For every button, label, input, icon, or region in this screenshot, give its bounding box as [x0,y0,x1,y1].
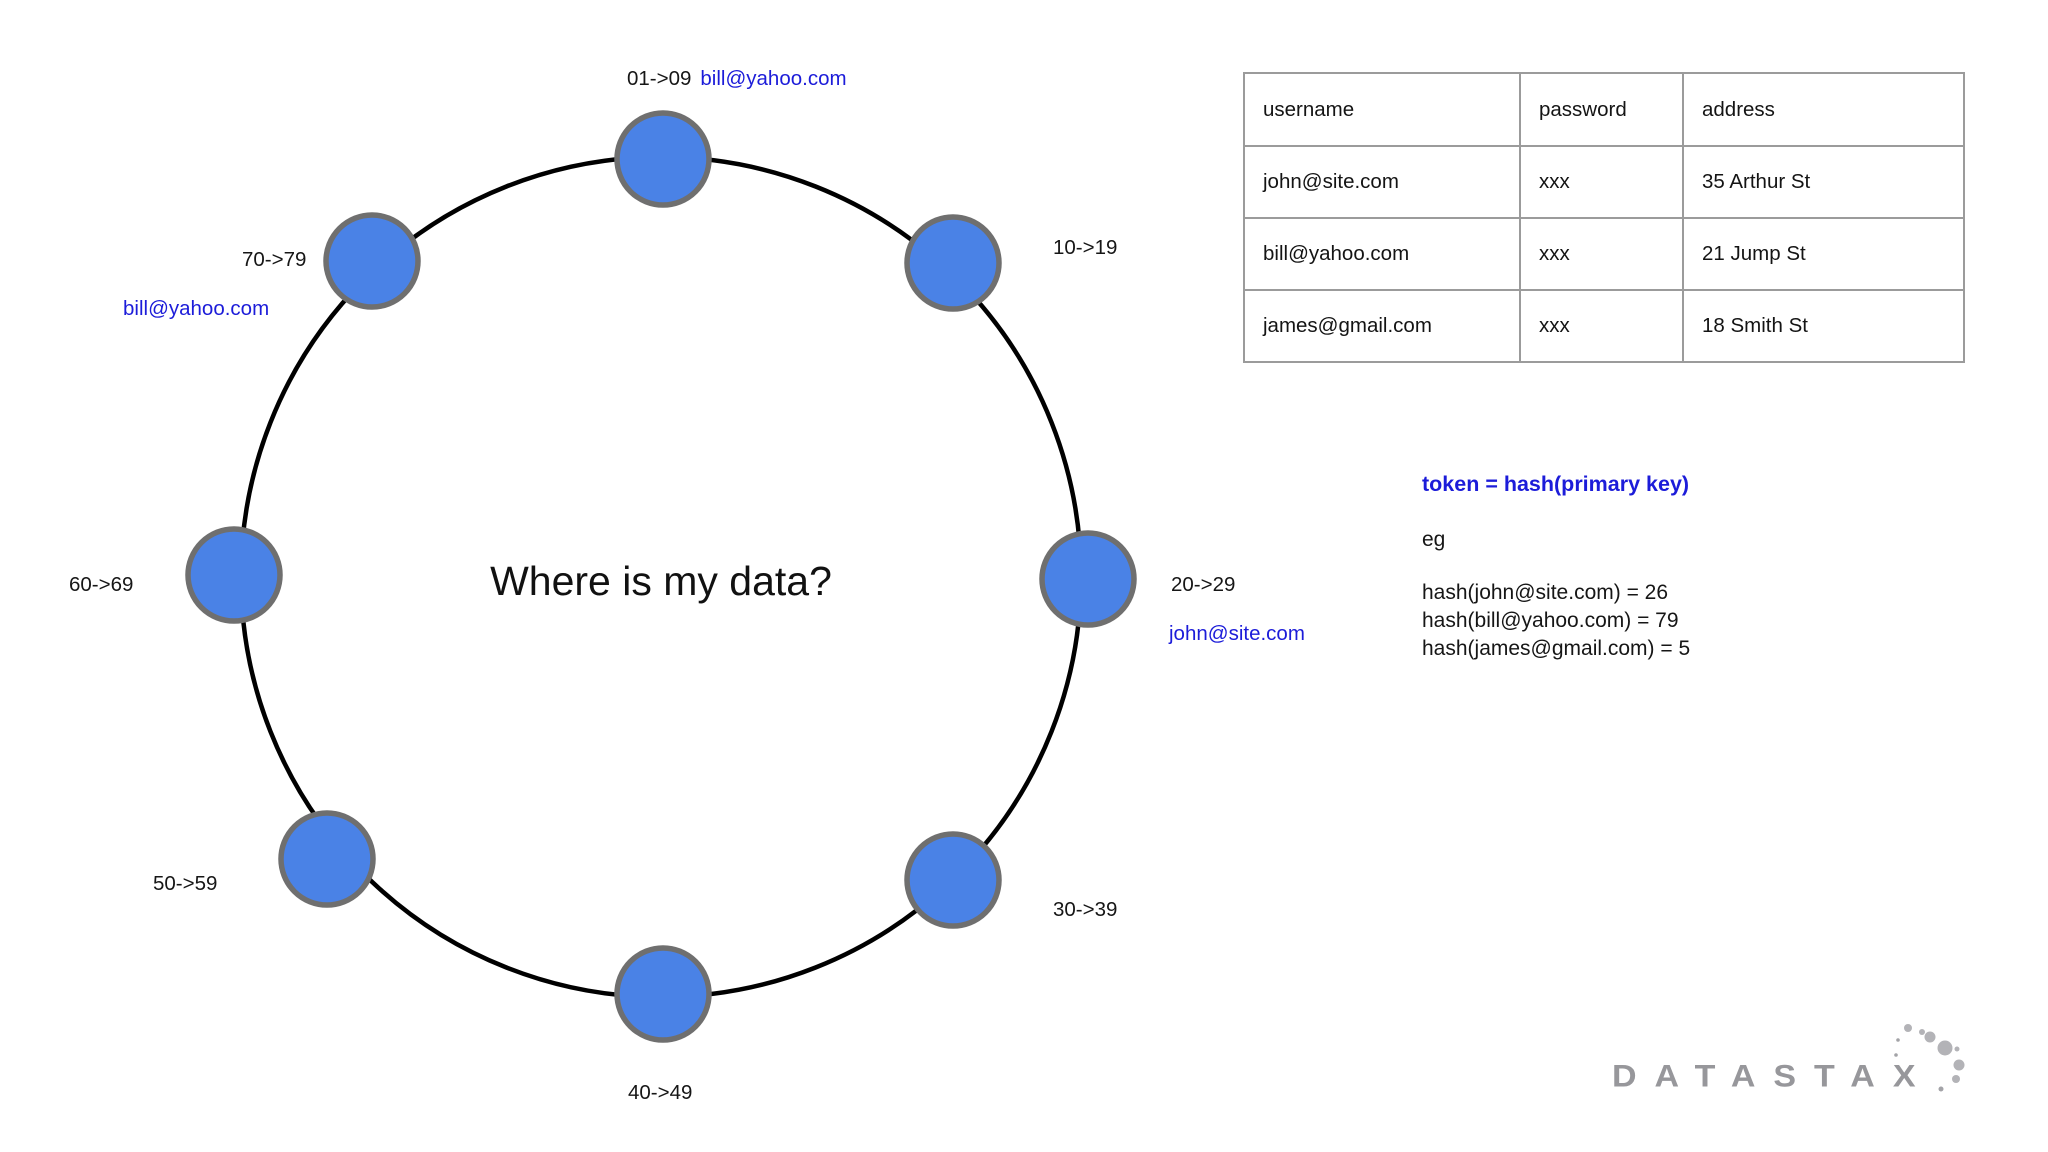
hash-example-james: hash(james@gmail.com) = 5 [1422,637,1691,660]
node-label-10-19: 10->19 [1053,235,1117,261]
node-label-40-49: 40->49 [628,1080,692,1106]
col-header-username: username [1243,72,1521,147]
node-label-30-39: 30->39 [1053,897,1117,923]
users-table: username password address john@site.com … [1243,72,1965,363]
ring-node-20-29 [1039,530,1137,628]
col-header-address: address [1682,72,1965,147]
owner-email: bill@yahoo.com [700,67,847,90]
col-header-password: password [1519,72,1684,147]
ring-node-01-09 [614,110,712,208]
token-range: 70->79 [242,248,307,271]
token-range: 50->59 [153,872,218,895]
token-range: 01->09 [627,67,692,90]
ring-node-40-49 [614,945,712,1043]
cell-address: 18 Smith St [1682,289,1965,363]
table-row-bill: bill@yahoo.com xxx 21 Jump St [1243,217,1965,291]
table-header-row: username password address [1243,72,1965,147]
hash-example-john: hash(john@site.com) = 26 [1422,581,1669,604]
node-label-20-29: 20->29 [1171,572,1235,598]
token-range: 60->69 [69,573,134,596]
token-range: 20->29 [1171,573,1236,596]
cell-password: xxx [1519,289,1684,363]
token-range: 40->49 [628,1081,693,1104]
ring-node-70-79 [323,212,421,310]
token-range: 10->19 [1053,236,1118,259]
cell-password: xxx [1519,217,1684,291]
cell-address: 21 Jump St [1682,217,1965,291]
node-label-01-09: 01->09 bill@yahoo.com [627,66,847,92]
owner-email-john: john@site.com [1169,622,1305,645]
datastax-wordmark: DATASTAX [1612,1059,1934,1094]
cell-address: 35 Arthur St [1682,145,1965,219]
cell-username: john@site.com [1243,145,1521,219]
eg-label: eg [1422,528,1446,551]
hash-example-bill: hash(bill@yahoo.com) = 79 [1422,609,1679,632]
ring-node-60-69 [185,526,283,624]
table-row-john: john@site.com xxx 35 Arthur St [1243,145,1965,219]
token-range: 30->39 [1053,898,1118,921]
owner-email-bill: bill@yahoo.com [123,297,270,320]
datastax-dots-icon [1894,1024,1965,1092]
ring-node-10-19 [904,214,1002,312]
center-question: Where is my data? [490,558,832,604]
node-label-50-59: 50->59 [153,871,217,897]
cell-username: bill@yahoo.com [1243,217,1521,291]
ring-node-30-39 [904,831,1002,929]
table-row-james: james@gmail.com xxx 18 Smith St [1243,289,1965,363]
hash-examples: hash(john@site.com) = 26 hash(bill@yahoo… [1422,579,1690,663]
cell-password: xxx [1519,145,1684,219]
token-note: token = hash(primary key) eg hash(john@s… [1422,472,1690,663]
ring-node-50-59 [278,810,376,908]
datastax-logo: DATASTAX [1612,1024,2012,1138]
token-formula: token = hash(primary key) [1422,472,1690,496]
node-label-70-79: 70->79 [242,247,306,273]
cell-username: james@gmail.com [1243,289,1521,363]
node-label-60-69: 60->69 [69,572,133,598]
